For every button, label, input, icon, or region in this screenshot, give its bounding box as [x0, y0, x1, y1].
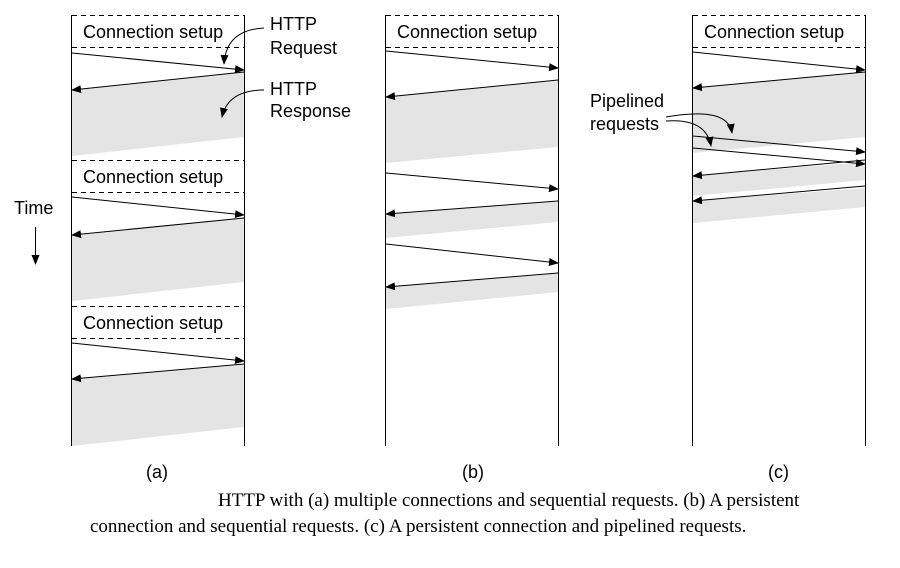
- request-arrow: [385, 50, 559, 72]
- response-arrow: [692, 71, 866, 92]
- request-arrow: [71, 342, 245, 365]
- response-arrow: [692, 159, 866, 180]
- connection-setup-label: Connection setup: [83, 167, 223, 187]
- response-shade: [693, 188, 865, 223]
- response-shade: [72, 72, 244, 156]
- panel-a: Connection setup Connection setup Connec…: [71, 14, 351, 482]
- response-arrow: [692, 185, 866, 205]
- pipelined-request-arrow: [692, 147, 866, 168]
- connection-setup-label: Connection setup: [83, 22, 223, 42]
- time-label: Time: [14, 198, 53, 218]
- http-request-label: HTTP Request: [270, 14, 337, 58]
- response-arrow: [385, 79, 559, 101]
- caption-text: HTTP with (a) multiple connections and s…: [90, 490, 800, 537]
- request-arrow: [385, 243, 559, 266]
- panel-label-c: (c): [768, 462, 789, 482]
- response-callout-curve: [220, 89, 265, 118]
- pipelined-requests-label: Pipelined requests: [590, 91, 669, 134]
- http-response-label: HTTP Response: [270, 79, 351, 121]
- figure-caption: HTTP with (a) multiple connections and s…: [90, 488, 820, 540]
- panel-label-a: (a): [146, 462, 168, 482]
- panel-c: Connection setup Pipelined requests (c): [590, 15, 866, 482]
- response-arrow: [71, 363, 245, 383]
- response-shade: [386, 80, 558, 163]
- pipelined-callout-curve: [665, 120, 714, 147]
- connection-setup-label: Connection setup: [397, 22, 537, 42]
- response-arrow: [71, 71, 245, 94]
- panel-b: Connection setup (b): [385, 15, 559, 482]
- pipelined-request-arrow: [692, 135, 866, 156]
- request-arrow: [692, 51, 866, 74]
- response-arrow: [385, 200, 559, 218]
- request-arrow: [385, 172, 559, 193]
- connection-setup-label: Connection setup: [83, 313, 223, 333]
- response-shade: [72, 364, 244, 446]
- time-axis: Time: [14, 198, 53, 265]
- connection-setup-label: Connection setup: [704, 22, 844, 42]
- response-shade: [386, 273, 558, 309]
- request-callout-curve: [220, 27, 265, 65]
- request-arrow: [71, 196, 245, 219]
- response-shade: [386, 201, 558, 238]
- response-arrow: [71, 217, 245, 239]
- response-arrow: [385, 272, 559, 291]
- panel-label-b: (b): [462, 462, 484, 482]
- response-shade: [72, 218, 244, 301]
- response-shade: [693, 72, 865, 153]
- response-shade: [693, 162, 865, 196]
- pipelined-callout-curve: [665, 113, 735, 134]
- request-arrow: [71, 52, 245, 74]
